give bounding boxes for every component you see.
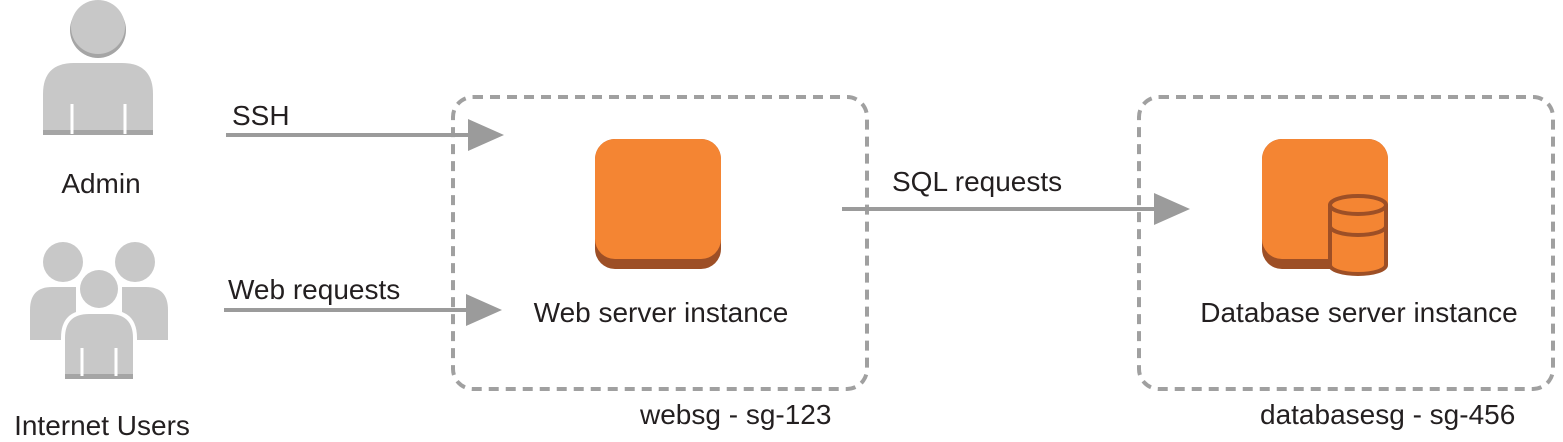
sql-requests-label: SQL requests <box>892 166 1063 197</box>
web-server-instance-label: Web server instance <box>533 297 789 328</box>
web-requests-arrow <box>224 294 502 326</box>
websg-group-name: websg - sg-123 <box>640 399 832 430</box>
internet-users-label: Internet Users <box>14 410 190 441</box>
user-group-icon <box>30 242 168 382</box>
websg-group-box <box>451 95 869 391</box>
database-instance-icon <box>1262 139 1388 276</box>
databasesg-group-box <box>1137 95 1555 391</box>
admin-user-icon <box>43 0 153 135</box>
sql-requests-arrow <box>842 193 1190 225</box>
admin-label: Admin <box>61 168 141 199</box>
database-server-instance-label: Database server instance <box>1200 297 1518 328</box>
ec2-instance-icon <box>595 139 721 269</box>
ssh-label: SSH <box>232 100 290 131</box>
databasesg-group-name: databasesg - sg-456 <box>1260 399 1516 430</box>
web-requests-label: Web requests <box>228 274 401 305</box>
ssh-arrow <box>226 119 504 151</box>
